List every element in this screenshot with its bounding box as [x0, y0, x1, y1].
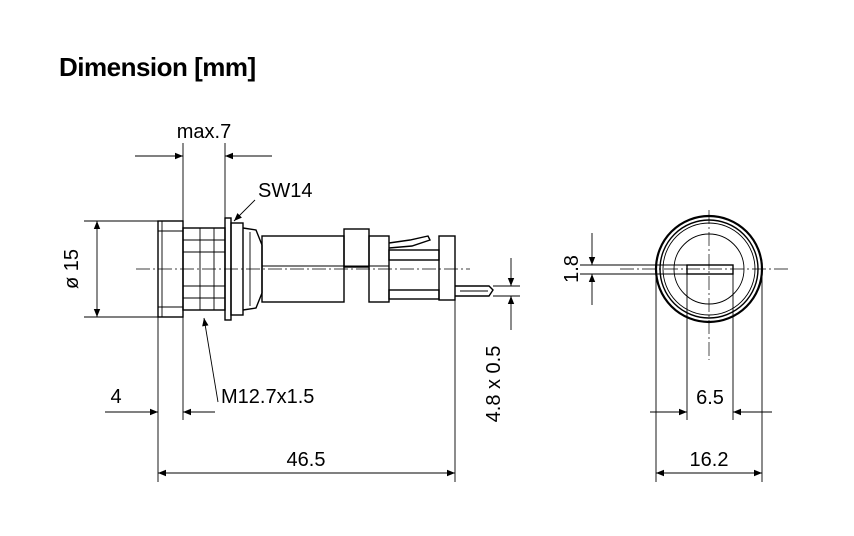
page-title: Dimension [mm] — [59, 52, 256, 82]
terminals — [388, 235, 494, 301]
dim65-label: 6.5 — [696, 387, 724, 409]
dim162-label: 16.2 — [690, 449, 729, 471]
dim48x05-label: 4.8 x 0.5 — [483, 346, 505, 423]
side-view: max.7 SW14 ø 15 M12.7x1.5 4 46.5 4.8 x 0… — [61, 121, 520, 482]
dim4-label: 4 — [110, 386, 121, 408]
washer — [224, 217, 244, 321]
max7-label: max.7 — [177, 121, 231, 143]
front-view: 1.8 6.5 16.2 — [561, 210, 790, 482]
sw14-label: SW14 — [258, 180, 312, 202]
rear-barrel — [261, 228, 390, 303]
diameter15-label: ø 15 — [61, 249, 83, 289]
screwdriver-slot — [686, 264, 734, 275]
cap-face — [673, 233, 745, 305]
dim465-label: 46.5 — [287, 449, 326, 471]
inner-ring — [659, 219, 759, 319]
thread-label: M12.7x1.5 — [221, 386, 314, 408]
dim18-label: 1.8 — [561, 255, 583, 283]
